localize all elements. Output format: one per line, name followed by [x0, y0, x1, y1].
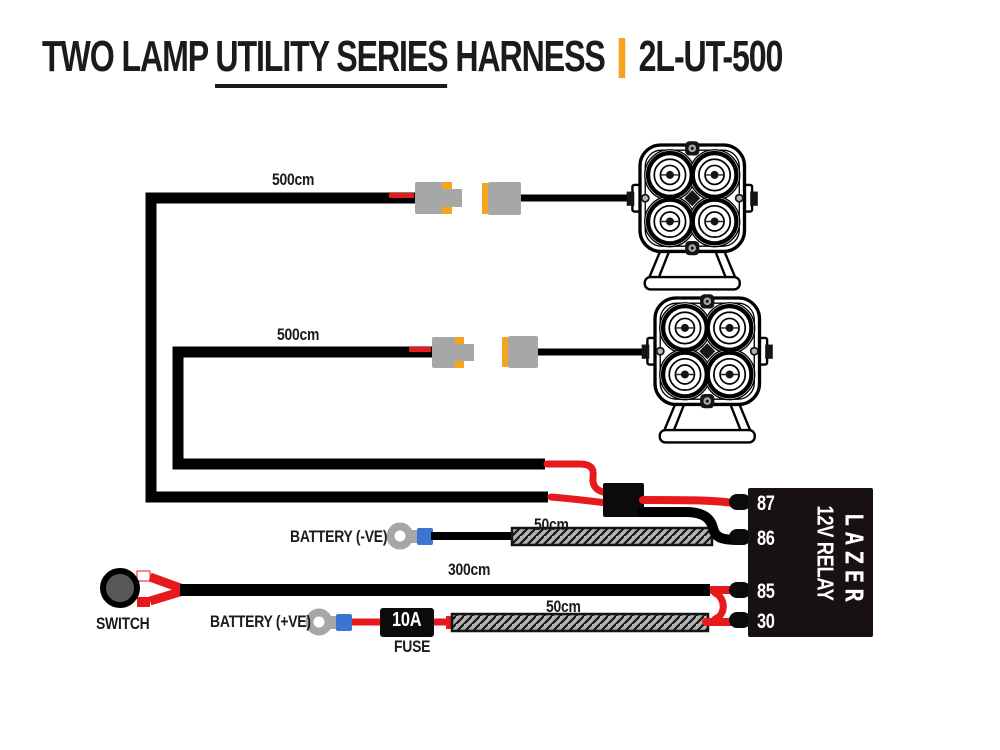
- relay-brand-logo: LAZER: [839, 512, 869, 608]
- lamp1-cable-run: [145, 192, 548, 503]
- label-battery-neg: BATTERY (-VE): [290, 527, 388, 546]
- relay-voltage-label: 12V RELAY: [812, 505, 839, 601]
- title-separator-bar: [618, 38, 625, 78]
- title-series: UTILITY SERIES: [215, 32, 449, 88]
- relay-pin-30-label: 30: [757, 610, 775, 633]
- label-fuse: FUSE: [394, 637, 431, 656]
- label-switch: SWITCH: [96, 614, 150, 633]
- switch-icon: [100, 568, 185, 608]
- label-fuse-rating: 10A: [392, 609, 422, 631]
- page-title: TWO LAMP UTILITY SERIES HARNESS 2L-UT-50…: [42, 32, 784, 88]
- label-lamp2-length: 500cm: [277, 325, 320, 344]
- label-lamp1-length: 500cm: [272, 170, 315, 189]
- label-battery-pos: BATTERY (+VE): [210, 612, 311, 631]
- title-prefix: TWO LAMP: [42, 32, 209, 81]
- label-switch-cable-length: 300cm: [448, 560, 491, 579]
- crimp-neg-icon: [417, 528, 433, 545]
- relay-box: [729, 488, 873, 637]
- pin85-pin30-jumper: [711, 589, 727, 623]
- battery-pos-terminal: [305, 608, 352, 636]
- label-pos-cable-length: 50cm: [546, 597, 581, 616]
- relay-pin30-terminal: [729, 612, 751, 628]
- relay-pin-86-label: 86: [757, 527, 775, 550]
- label-neg-cable-length: 50cm: [534, 515, 569, 534]
- wire-to-pin86: [638, 507, 745, 545]
- lamp1-connector-male: [415, 182, 462, 214]
- fuse-box-icon: [380, 608, 434, 637]
- battery-neg-terminal: [386, 522, 433, 550]
- relay-pin85-terminal: [729, 582, 751, 598]
- crimp-pos-icon: [336, 614, 352, 631]
- lamp2-icon: [642, 294, 773, 442]
- lamp1-icon: [627, 141, 758, 289]
- lamp2-connector-male: [432, 337, 474, 368]
- lamp2-connector-female: [502, 336, 538, 368]
- wire-to-pin87: [639, 496, 745, 508]
- relay-body: [748, 488, 873, 637]
- splice-junction: [543, 460, 644, 517]
- lamp2-cable-run: [172, 346, 545, 470]
- relay-pin-87-label: 87: [757, 492, 775, 515]
- title-model-number: 2L-UT-500: [638, 32, 784, 81]
- relay-pin86-terminal: [729, 529, 751, 545]
- relay-pin-85-label: 85: [757, 580, 775, 603]
- relay-pin87-terminal: [729, 494, 751, 510]
- title-suffix: HARNESS: [455, 32, 605, 81]
- lamp1-connector-female: [482, 182, 521, 215]
- splice-box: [603, 483, 644, 517]
